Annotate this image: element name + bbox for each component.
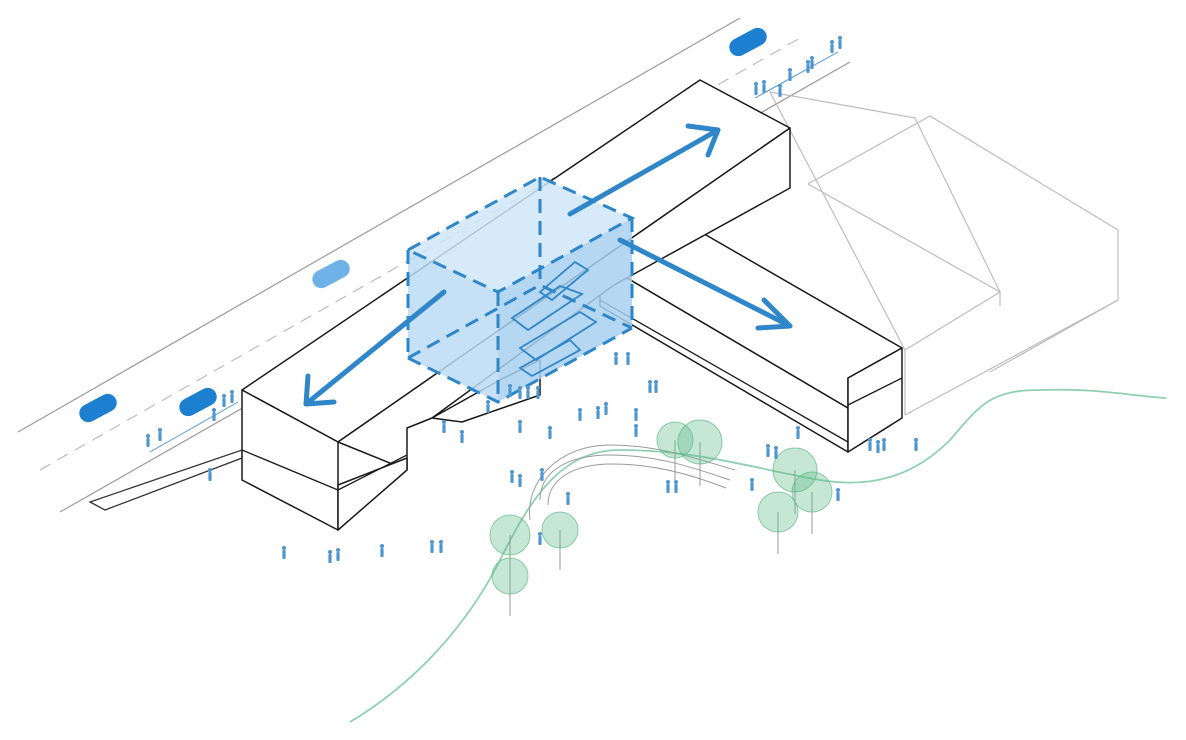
person-icon <box>510 470 514 483</box>
trees <box>489 419 833 616</box>
person-icon <box>914 438 918 451</box>
tree-icon <box>541 511 579 570</box>
person-icon <box>442 420 446 433</box>
flow-arrows <box>303 123 793 407</box>
person-icon <box>460 430 464 443</box>
person-icon <box>796 426 800 439</box>
person-icon <box>626 352 630 365</box>
stair-sketch <box>510 260 598 378</box>
tree-icon <box>489 514 531 577</box>
person-icon <box>762 80 766 93</box>
car-icon <box>312 259 350 289</box>
person-icon <box>666 480 670 493</box>
person-icon <box>596 406 600 419</box>
person-icon <box>654 380 658 393</box>
ramp <box>88 449 243 511</box>
person-icon <box>536 386 540 399</box>
volume-top <box>408 177 632 292</box>
person-icon <box>380 544 384 557</box>
road-edge-far <box>17 17 741 433</box>
person-icon <box>439 540 443 553</box>
context-buildings <box>768 91 1119 416</box>
person-icon <box>836 488 840 501</box>
person-icon <box>230 390 234 403</box>
person-icon <box>634 424 638 437</box>
floor-lines <box>241 299 903 491</box>
person-icon <box>222 394 226 407</box>
person-icon <box>868 438 872 451</box>
person-icon <box>508 384 512 397</box>
person-icon <box>604 402 608 415</box>
person-icon <box>578 408 582 421</box>
person-icon <box>882 438 886 451</box>
person-icon <box>538 532 542 545</box>
person-icon <box>806 60 810 73</box>
person-icon <box>146 434 150 447</box>
person-icon <box>336 548 340 561</box>
person-icon <box>282 546 286 559</box>
arrow-southwest-icon <box>303 289 447 407</box>
person-icon <box>518 420 522 433</box>
person-icon <box>876 440 880 453</box>
walkway-rail <box>149 51 839 453</box>
person-icon <box>634 408 638 421</box>
person-icon <box>766 444 770 457</box>
arrow-southeast-icon <box>617 237 793 331</box>
person-icon <box>614 352 618 365</box>
person-icon <box>158 428 162 441</box>
car-icon <box>179 387 217 417</box>
central-volume <box>404 175 636 404</box>
person-icon <box>774 446 778 459</box>
person-icon <box>750 478 754 491</box>
person-icon <box>778 84 782 97</box>
people <box>146 36 918 563</box>
person-icon <box>540 468 544 481</box>
cars <box>79 27 767 423</box>
person-icon <box>566 492 570 505</box>
person-icon <box>486 400 490 413</box>
person-icon <box>548 426 552 439</box>
landscape-paths <box>349 388 1167 723</box>
bar-lower-side <box>337 457 408 531</box>
tree-icon <box>757 491 799 554</box>
person-icon <box>518 474 522 487</box>
person-icon <box>518 386 522 399</box>
car-icon <box>729 27 767 57</box>
tree-icon <box>791 471 833 534</box>
car-icon <box>79 393 117 423</box>
arrow-northeast-icon <box>567 123 721 217</box>
tree-icon <box>656 421 694 480</box>
person-icon <box>648 380 652 393</box>
tree-icon <box>677 419 723 486</box>
person-icon <box>430 540 434 553</box>
right-wing-side <box>847 347 903 453</box>
volume-front-left <box>408 250 498 402</box>
person-icon <box>212 408 216 421</box>
person-icon <box>838 36 842 49</box>
person-icon <box>830 40 834 53</box>
person-icon <box>674 480 678 493</box>
person-icon <box>208 468 212 481</box>
tree-icon <box>491 557 529 616</box>
person-icon <box>328 550 332 563</box>
person-icon <box>526 386 530 399</box>
person-icon <box>754 82 758 95</box>
tree-icon <box>772 447 818 514</box>
